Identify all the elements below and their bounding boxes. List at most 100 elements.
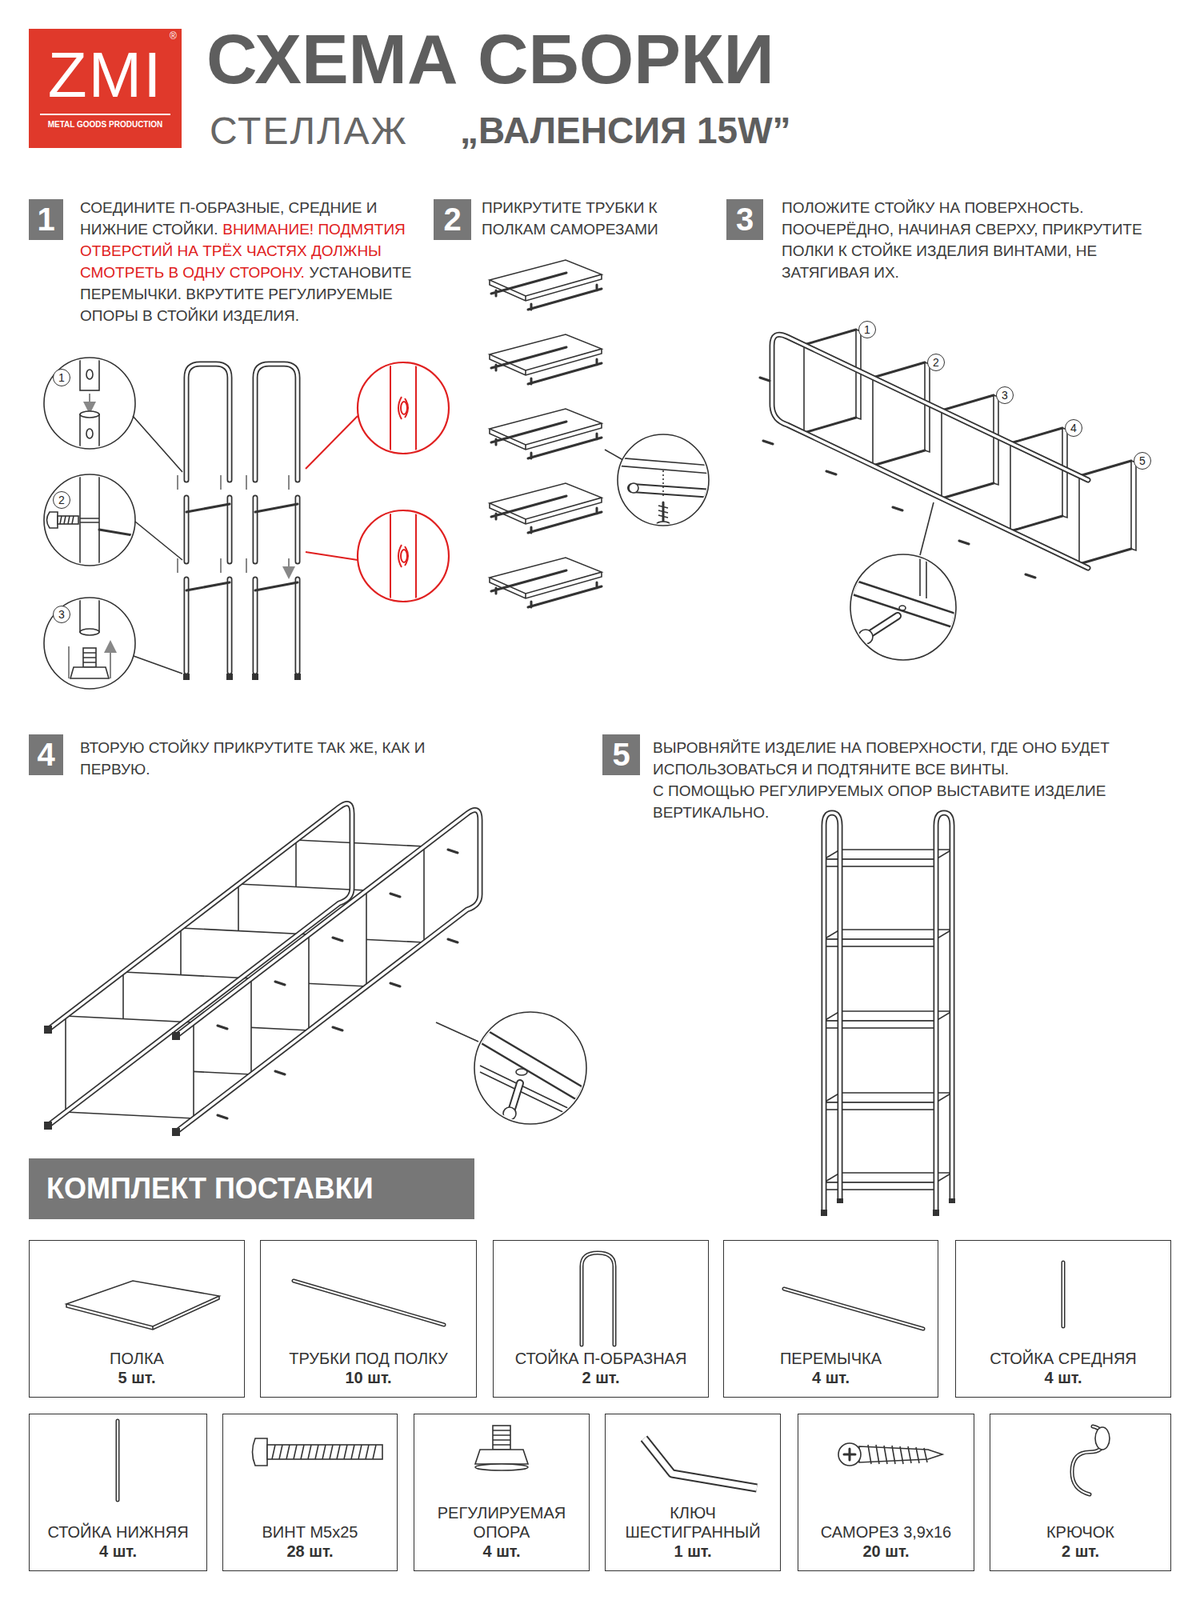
step3-illustration-polygon [1010,428,1063,532]
step1-illustration-path [177,475,289,573]
node-subtext: 4 шт. [99,1541,137,1561]
callout-number: 1 [52,368,71,387]
step1-illustration-g [390,508,416,604]
step-instruction: С ПОМОЩЬЮ РЕГУЛИРУЕМЫХ ОПОР ВЫСТАВИТЕ ИЗ… [652,780,1160,824]
kit-icons-ellipse [1095,1427,1110,1450]
step5-illustration-polygon [824,1011,952,1021]
kit-icons-rect [267,1444,383,1460]
step2-illustration-circle [617,434,709,526]
step-instruction-group: ВТОРУЮ СТОЙКУ ПРИКРУТИТЕ ТАК ЖЕ, КАК И П… [80,736,456,780]
node-subtext: METAL GOODS PRODUCTION [40,113,171,129]
node-text: 1 [864,323,871,336]
step2-illustration-use [489,483,602,533]
node-text: КЛЮЧ ШЕСТИГРАННЫЙ [612,1503,774,1542]
kit-item-box: СТОЙКА НИЖНЯЯ4 шт. [28,1413,208,1572]
step1-illustration-g-path [398,544,408,568]
step1-illustration-g-ellipse [80,411,100,418]
step3-illustration-g-use [772,334,1088,568]
step5-illustration-polygon [824,849,952,860]
step4-illustration-g [476,1032,584,1120]
step3-illustration-g-path [848,585,960,623]
step1-illustration-g-g-path [186,579,298,672]
step3-illustration-g-path [848,585,960,623]
kit-icons-path [644,1438,757,1488]
step-instruction: ПОЛОЖИТЕ СТОЙКУ НА ПОВЕРХНОСТЬ. ПООЧЕРЁД… [781,199,1143,281]
step-instruction-group: ПРИКРУТИТЕ ТРУБКИ К ПОЛКАМ САМОРЕЗАМИ [481,196,722,240]
step-instruction-group: СОЕДИНИТЕ П-ОБРАЗНЫЕ, СРЕДНИЕ И НИЖНИЕ С… [80,196,432,327]
kit-icons-polygon [66,1280,220,1327]
step4-illustration-g-g-path [48,804,352,1127]
step5-illustration-polygon [824,1092,952,1103]
step4-illustration [44,804,587,1137]
step4-illustration-g-g [48,804,480,1133]
step3-illustration-g-circle [858,629,873,644]
step5-illustration-g [824,812,952,1210]
kit-item-box: ПОЛКА5 шт. [28,1240,245,1398]
node-subtext: 4 шт. [812,1368,850,1388]
step1-illustration-g-ellipse [400,549,408,563]
node-text: ТРУБКИ ПОД ПОЛКУ [288,1348,448,1368]
node-text: ПЕРЕМЫЧКА [780,1348,882,1368]
registered-mark: ® [169,30,177,42]
step1-illustration-g [390,360,416,456]
kit-item-box: ТРУБКИ ПОД ПОЛКУ10 шт. [260,1240,477,1398]
callout-number: 5 [1133,452,1152,470]
step1-illustration-g-path [70,667,109,679]
node-text: СТОЙКА СРЕДНЯЯ [989,1348,1137,1368]
kit-icons-circle [838,1443,861,1466]
step-instruction: ПРИКРУТИТЕ ТРУБКИ К ПОЛКАМ САМОРЕЗАМИ [481,199,659,238]
step1-illustration-g-path [47,512,59,528]
kit-item-box: ВИНТ М5х2528 шт. [222,1413,398,1572]
node-text: 3 [58,608,65,621]
step3-illustration-path [856,329,1136,551]
step4-illustration-path [44,1025,180,1136]
step1-illustration-circle [357,510,449,602]
step3-illustration-path [920,502,934,556]
step1-illustration-g-ellipse [400,401,408,415]
kit-icons-path [844,1448,856,1460]
step2-illustration-g [616,457,712,527]
node-text: СТОЙКА П-ОБРАЗНАЯ [515,1348,688,1368]
step5-illustration [820,812,956,1216]
kit-icons-path [475,1449,528,1464]
product-name: „ВАЛЕНСИЯ 15W” [460,109,792,152]
step4-illustration-g [48,804,480,1133]
step5-illustration-g-g [824,812,952,1210]
node-subtext: 28 шт. [286,1541,333,1561]
step4-illustration-g-path [512,1083,520,1109]
step1-illustration-g [186,364,298,672]
node-text: 2 [58,493,65,507]
kit-icons-path [66,1296,220,1330]
step1-illustration-path [186,504,298,591]
step3-illustration-g-path [870,616,898,634]
step1-illustration-g-rect [57,516,79,524]
step2-illustration-use [489,260,602,310]
step1-illustration-g-rect [80,472,100,568]
node-text: КРЮЧОК [1046,1522,1115,1542]
step1-illustration-g-path [88,393,91,408]
step5-illustration-polygon [824,1172,952,1183]
step1-illustration-g-ellipse [86,428,93,439]
step1-illustration-g-path [99,529,138,536]
node-subtext: 4 шт. [1044,1368,1083,1388]
step-instruction-group: ВЫРОВНЯЙТЕ ИЗДЕЛИЕ НА ПОВЕРХНОСТИ, ГДЕ О… [652,736,1165,824]
step1-illustration-path [305,416,358,560]
step1-illustration-g-g-path [186,364,230,480]
kit-item-box: САМОРЕЗ 3,9х1620 шт. [797,1413,975,1572]
step4-illustration-g [48,804,480,1133]
step2-illustration-g-path [662,470,664,498]
step3-illustration-g-path [920,552,927,599]
step2-illustration-use [489,557,602,608]
step3-illustration-polygon [872,362,925,466]
kit-icons-g [117,1252,1104,1500]
step2-illustration [489,260,712,608]
node-text: 4 [1070,421,1077,435]
step4-illustration-g-use [48,804,480,1133]
step3-illustration-path [804,329,1132,564]
step3-illustration-polygon [1079,460,1132,564]
step3-illustration-g [772,334,1088,568]
page-title: СХЕМА СБОРКИ [206,24,775,95]
step1-illustration-g-path [398,396,408,420]
step2-illustration-g-path [632,488,712,494]
kit-icons-g-use [117,1252,1104,1500]
